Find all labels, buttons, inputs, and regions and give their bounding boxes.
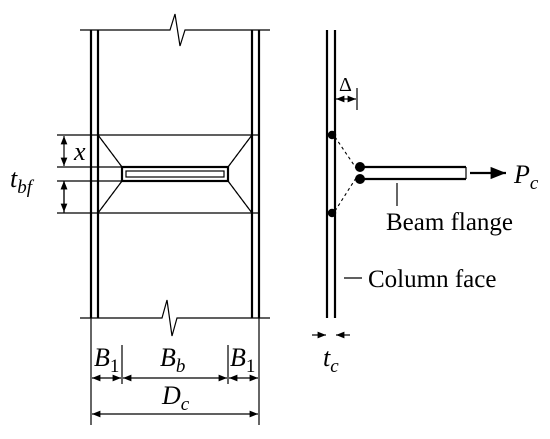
weld-dot bbox=[355, 174, 365, 184]
b1-right-label: B1 bbox=[230, 343, 255, 377]
weld-dot bbox=[327, 130, 337, 140]
pc-label: Pc bbox=[513, 160, 539, 194]
bb-label: Bb bbox=[160, 343, 185, 377]
weld-dot bbox=[327, 208, 337, 218]
dispersion-line bbox=[97, 134, 123, 168]
delta-label: Δ bbox=[339, 74, 352, 96]
column-face-label: Column face bbox=[368, 266, 496, 293]
dispersion-line bbox=[227, 134, 253, 168]
dc-label: Dc bbox=[161, 381, 190, 415]
b1-left-label: B1 bbox=[94, 343, 119, 377]
dispersion-line bbox=[334, 136, 357, 169]
bottom-dimensions: B1 Bb B1 Dc bbox=[90, 318, 260, 425]
x-label: x bbox=[73, 137, 86, 166]
tbf-label: tbf bbox=[10, 164, 35, 198]
bottom-break-line bbox=[80, 299, 270, 337]
dispersion-line bbox=[334, 177, 357, 212]
side-section: Δ Pc Beam flange Column face tc bbox=[312, 30, 539, 377]
weld-dot bbox=[355, 162, 365, 172]
beam-flange-plate-inner bbox=[125, 170, 225, 178]
column-elevation: x tbf bbox=[10, 13, 270, 337]
top-break-line bbox=[80, 13, 270, 47]
dispersion-line bbox=[227, 180, 253, 214]
tc-label: tc bbox=[323, 343, 339, 377]
dispersion-line bbox=[97, 180, 123, 214]
beam-flange-label: Beam flange bbox=[386, 209, 513, 236]
